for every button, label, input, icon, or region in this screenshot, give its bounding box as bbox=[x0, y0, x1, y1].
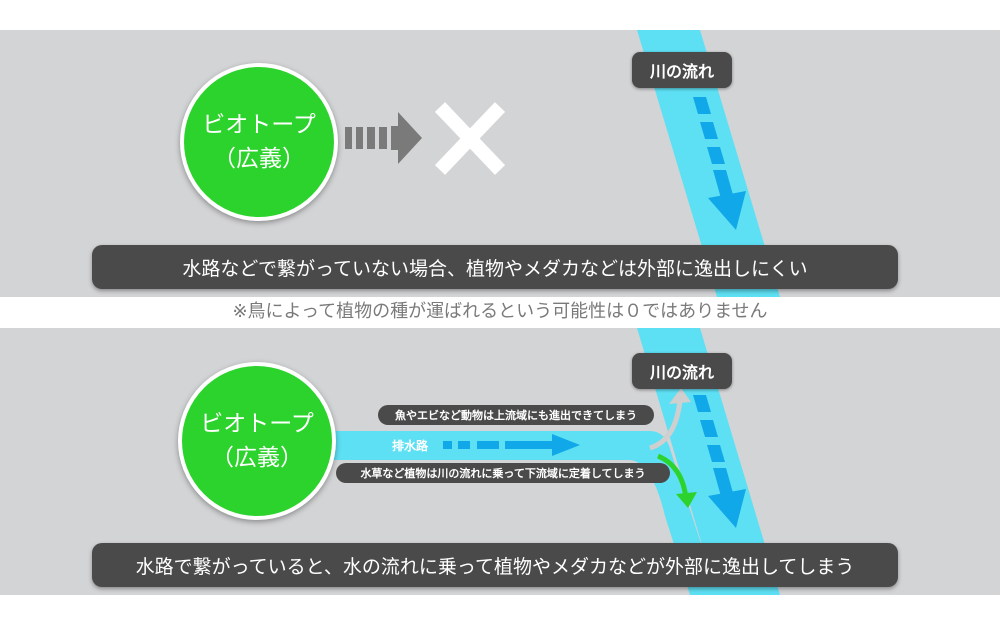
flow-arrow-icon bbox=[693, 97, 746, 230]
top-banner: 水路などで繋がっていない場合、植物やメダカなどは外部に逸出しにくい bbox=[92, 245, 898, 289]
channel-label: 排水路 bbox=[392, 439, 429, 453]
river-stream bbox=[637, 328, 780, 595]
river-label: 川の流れ bbox=[632, 353, 732, 389]
flow-arrow-icon bbox=[693, 395, 746, 528]
biotope-title: ビオトープ bbox=[202, 112, 316, 138]
note-text: ※鳥によって植物の種が運ばれるという可能性は０ではありません bbox=[232, 301, 768, 322]
river-label: 川の流れ bbox=[632, 52, 732, 88]
dashed-arrow-icon bbox=[345, 112, 422, 164]
cross-icon bbox=[434, 102, 506, 175]
biotope-circle: ビオトープ （広義） bbox=[178, 362, 336, 520]
top-panel: ビオトープ （広義） 川の流れ 水路などで繋がっていない場合、植物やメダカなどは… bbox=[0, 30, 1000, 297]
biotope-title: ビオトープ bbox=[200, 411, 314, 437]
bottom-banner: 水路で繋がっていると、水の流れに乗って植物やメダカなどが外部に逸出してしまう bbox=[92, 543, 898, 587]
bottom-river-layer bbox=[300, 328, 780, 595]
biotope-circle: ビオトープ （広義） bbox=[180, 63, 338, 221]
biotope-subtitle: （広義） bbox=[211, 445, 303, 471]
channel-flow-arrow-icon bbox=[443, 434, 580, 456]
upstream-arrow-icon bbox=[649, 388, 691, 451]
biotope-subtitle: （広義） bbox=[213, 146, 305, 172]
downstream-arrow-icon bbox=[656, 453, 697, 508]
bottom-panel: ビオトープ （広義） 川の流れ 排水路 魚やエビなど動物は上流域にも進出できてし… bbox=[0, 328, 1000, 595]
river-stream bbox=[637, 30, 780, 297]
downstream-label: 水草など植物は川の流れに乗って下流域に定着してしまう bbox=[336, 463, 670, 483]
top-river-layer bbox=[345, 30, 780, 297]
upstream-label: 魚やエビなど動物は上流域にも進出できてしまう bbox=[378, 405, 654, 425]
drain-channel bbox=[300, 431, 718, 595]
